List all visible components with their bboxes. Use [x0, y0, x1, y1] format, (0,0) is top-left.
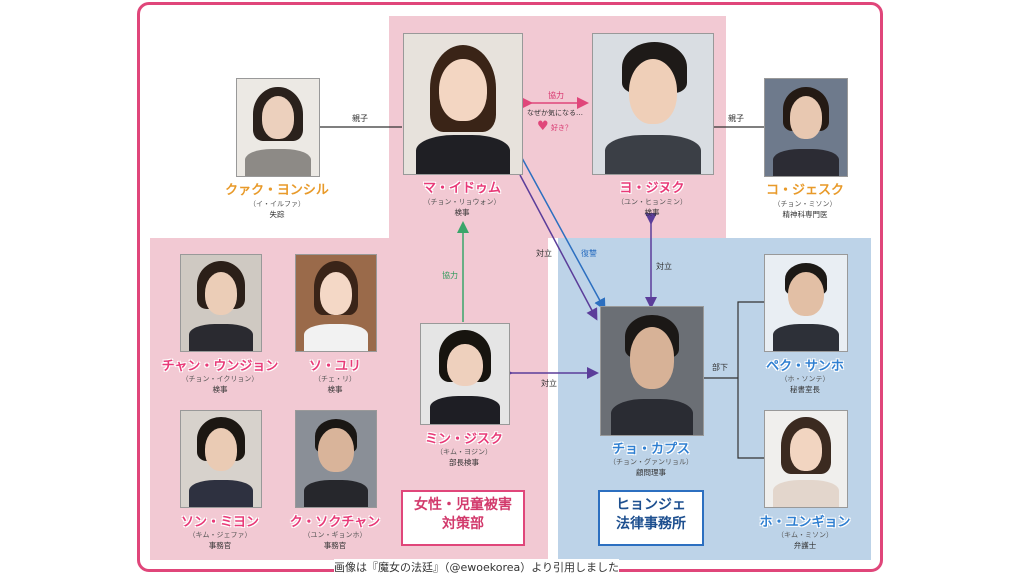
- org-law-firm-line2: 法律事務所: [616, 516, 686, 532]
- role-yo-jinuk: 検事: [644, 208, 660, 217]
- label-parent-left: 親子: [352, 114, 368, 123]
- name-yo-jinuk: ヨ・ジヌク: [619, 181, 685, 196]
- line-revenge: [521, 157, 606, 311]
- label-cooperation-top: 協力: [548, 91, 564, 100]
- portrait-ko-jaesuk: [764, 78, 848, 177]
- role-jang-unjong: 検事: [212, 385, 228, 394]
- portrait-son-miyon: [180, 410, 262, 508]
- name-ma-idum: マ・イドゥム: [422, 181, 501, 196]
- portrait-cho-gapsu: [600, 306, 704, 436]
- actor-kwak-yongsil: （イ・イルファ）: [249, 200, 305, 208]
- portrait-ho-yungyong: [764, 410, 848, 508]
- actor-ho-yungyong: （キム・ミソン）: [777, 531, 833, 539]
- role-ma-idum: 検事: [454, 208, 470, 217]
- name-cho-gapsu: チョ・カプス: [611, 442, 690, 457]
- label-opposition-left: 対立: [536, 249, 552, 258]
- portrait-kwak-yongsil: [236, 78, 320, 177]
- portrait-ma-idum: [403, 33, 523, 175]
- role-so-yuri: 検事: [327, 385, 343, 394]
- name-ku-sokchan: ク・ソクチャン: [289, 515, 381, 530]
- portrait-jang-unjong: [180, 254, 262, 352]
- name-baek-sanho: ペク・サンホ: [766, 359, 844, 374]
- role-min-jisuk: 部長検事: [449, 458, 479, 467]
- actor-jang-unjong: （チョン・イクリョン）: [181, 375, 259, 383]
- name-ko-jaesuk: コ・ジェスク: [765, 183, 844, 198]
- role-baek-sanho: 秘書室長: [790, 385, 820, 394]
- actor-min-jisuk: （キム・ヨジン）: [436, 448, 492, 456]
- actor-son-miyon: （キム・ジェファ）: [188, 531, 252, 539]
- label-parent-right: 親子: [728, 114, 744, 123]
- actor-ma-idum: （チョン・リョウォン）: [423, 198, 501, 206]
- line-subordinate-bracket: [737, 301, 764, 459]
- portrait-yo-jinuk: [592, 33, 714, 175]
- org-law-firm: ヒョンジェ 法律事務所: [598, 490, 704, 546]
- heart-icon: ♥: [537, 119, 549, 134]
- line-opposition-left: [519, 174, 598, 321]
- role-cho-gapsu: 顧問理事: [636, 468, 666, 477]
- portrait-ku-sokchan: [295, 410, 377, 508]
- label-subordinate: 部下: [712, 363, 728, 372]
- actor-ko-jaesuk: （チョン・ミソン）: [773, 200, 837, 208]
- label-cooperation-vertical: 協力: [442, 271, 458, 280]
- actor-ku-sokchan: （ユン・ギョンホ）: [303, 531, 367, 539]
- org-prosecutor-team-line2: 対策部: [442, 516, 484, 532]
- image-credit-caption: 画像は『魔女の法廷』（@ewoekorea）より引用しました: [334, 559, 620, 575]
- role-ho-yungyong: 弁護士: [793, 541, 817, 550]
- role-ku-sokchan: 事務官: [323, 541, 347, 550]
- label-opposition-mid: 対立: [541, 379, 557, 388]
- actor-yo-jinuk: （ユン・ヒョンミン）: [617, 198, 687, 206]
- role-kwak-yongsil: 失踪: [269, 210, 285, 219]
- role-son-miyon: 事務官: [208, 541, 232, 550]
- org-law-firm-line1: ヒョンジェ: [616, 497, 686, 513]
- name-kwak-yongsil: クァク・ヨンシル: [225, 183, 329, 198]
- label-curious: なぜか気になる…: [527, 109, 583, 117]
- actor-so-yuri: （チェ・リ）: [314, 375, 356, 383]
- label-opposition-right: 対立: [656, 262, 672, 271]
- name-min-jisuk: ミン・ジスク: [424, 432, 503, 447]
- org-prosecutor-team: 女性・児童被害 対策部: [401, 490, 525, 546]
- name-jang-unjong: チャン・ウンジョン: [161, 359, 279, 374]
- label-revenge: 復讐: [581, 249, 597, 258]
- actor-cho-gapsu: （チョン・グァンリョル）: [609, 458, 693, 466]
- portrait-baek-sanho: [764, 254, 848, 352]
- actor-baek-sanho: （ホ・ソンテ）: [780, 375, 830, 383]
- org-prosecutor-team-line1: 女性・児童被害: [414, 497, 512, 513]
- name-ho-yungyong: ホ・ユンギョン: [759, 515, 851, 530]
- portrait-so-yuri: [295, 254, 377, 352]
- name-so-yuri: ソ・ユリ: [308, 359, 361, 374]
- name-son-miyon: ソン・ミヨン: [180, 515, 259, 530]
- label-love: 好き？: [551, 124, 572, 132]
- portrait-min-jisuk: [420, 323, 510, 425]
- role-ko-jaesuk: 精神科専門医: [782, 210, 828, 219]
